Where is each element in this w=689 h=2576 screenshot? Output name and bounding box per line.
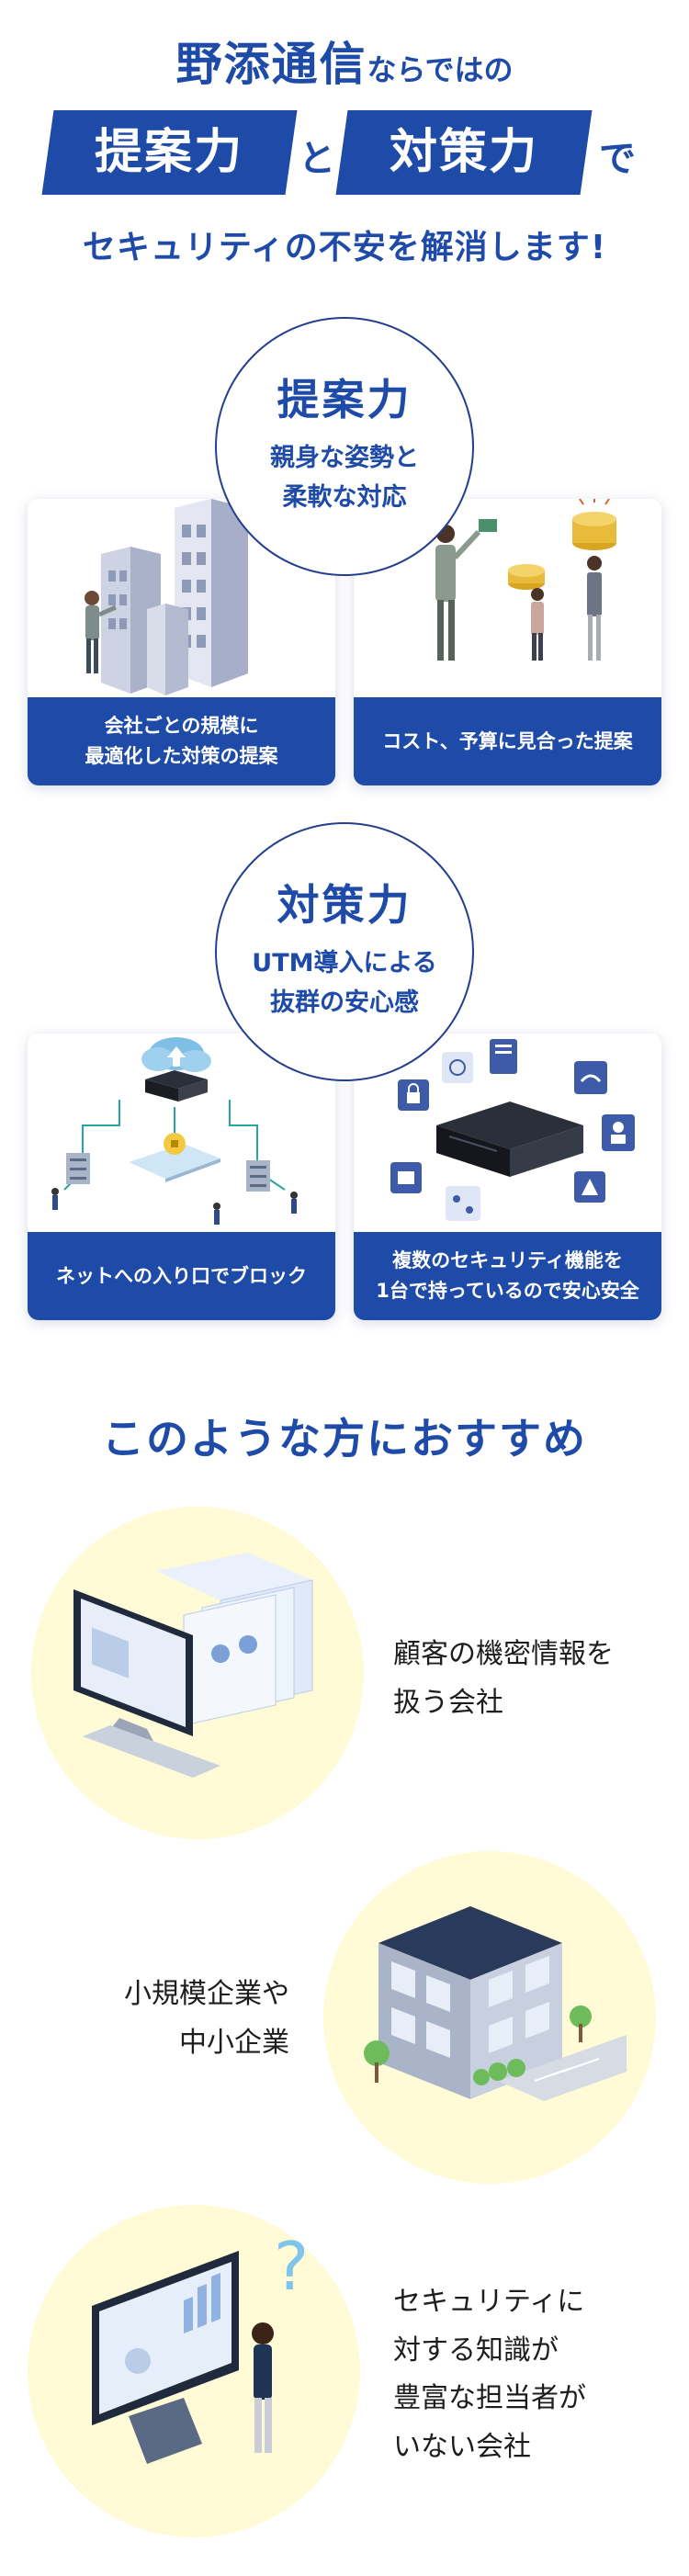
recommend-title: このような方におすすめ (102, 1414, 587, 1463)
proposal-card-caption: コスト、予算に見合った提案 (354, 697, 661, 785)
headline-line1: 野添通信ならではの (0, 28, 689, 94)
headline-particle: ならではの (367, 52, 514, 87)
headline-line3: セキュリティの不安を解消します! (82, 229, 607, 266)
svg-text:?: ? (274, 2232, 309, 2305)
analytics-woman-illustration: ? (92, 2232, 309, 2464)
countermeasure-subtitle: UTM導入による 抜群の安心感 (252, 949, 437, 1018)
countermeasure-card-caption: ネットへの入り口でブロック (28, 1232, 335, 1320)
network-gateway-illustration (51, 1037, 298, 1225)
utm-device-features-illustration (390, 1039, 635, 1221)
proposal-card-caption: 会社ごとの規模に 最適化した対策の提案 (28, 697, 335, 785)
countermeasure-card-multi: 複数のセキュリティ機能を 1台で持っているので安心安全 (354, 1034, 661, 1320)
countermeasure-badge: 対策力 UTM導入による 抜群の安心感 (215, 822, 474, 1081)
countermeasure-card-caption: 複数のセキュリティ機能を 1台で持っているので安心安全 (354, 1232, 661, 1320)
countermeasure-title: 対策力 (217, 872, 472, 932)
business-people-coins-illustration (435, 499, 616, 661)
proposal-subtitle: 親身な姿勢と 柔軟な対応 (270, 444, 419, 513)
recommend-item3-text: セキュリティに 対する知識が 豊富な担当者が いない会社 (393, 2286, 586, 2463)
small-office-building-illustration (364, 1906, 627, 2101)
office-buildings-illustration (85, 499, 248, 695)
proposal-badge: 提案力 親身な姿勢と 柔軟な対応 (215, 317, 474, 576)
recommend-item2-text: 小規模企業や 中小企業 (124, 1978, 289, 2059)
proposal-pill: 提案力 (41, 110, 298, 195)
headline-connector: と (299, 138, 335, 180)
countermeasure-card-block: ネットへの入り口でブロック (28, 1034, 335, 1320)
proposal-card-cost: コスト、予算に見合った提案 (354, 499, 661, 785)
headline-line2: 提案力 と 対策力 で (0, 110, 689, 198)
countermeasure-pill: 対策力 (335, 110, 593, 195)
company-name: 野添通信 (175, 38, 367, 91)
proposal-title: 提案力 (217, 367, 472, 427)
recommend-item1-text: 顧客の機密情報を 扱う会社 (393, 1638, 614, 1719)
headline-suffix: で (599, 138, 636, 180)
monitor-documents-illustration (73, 1553, 313, 1778)
